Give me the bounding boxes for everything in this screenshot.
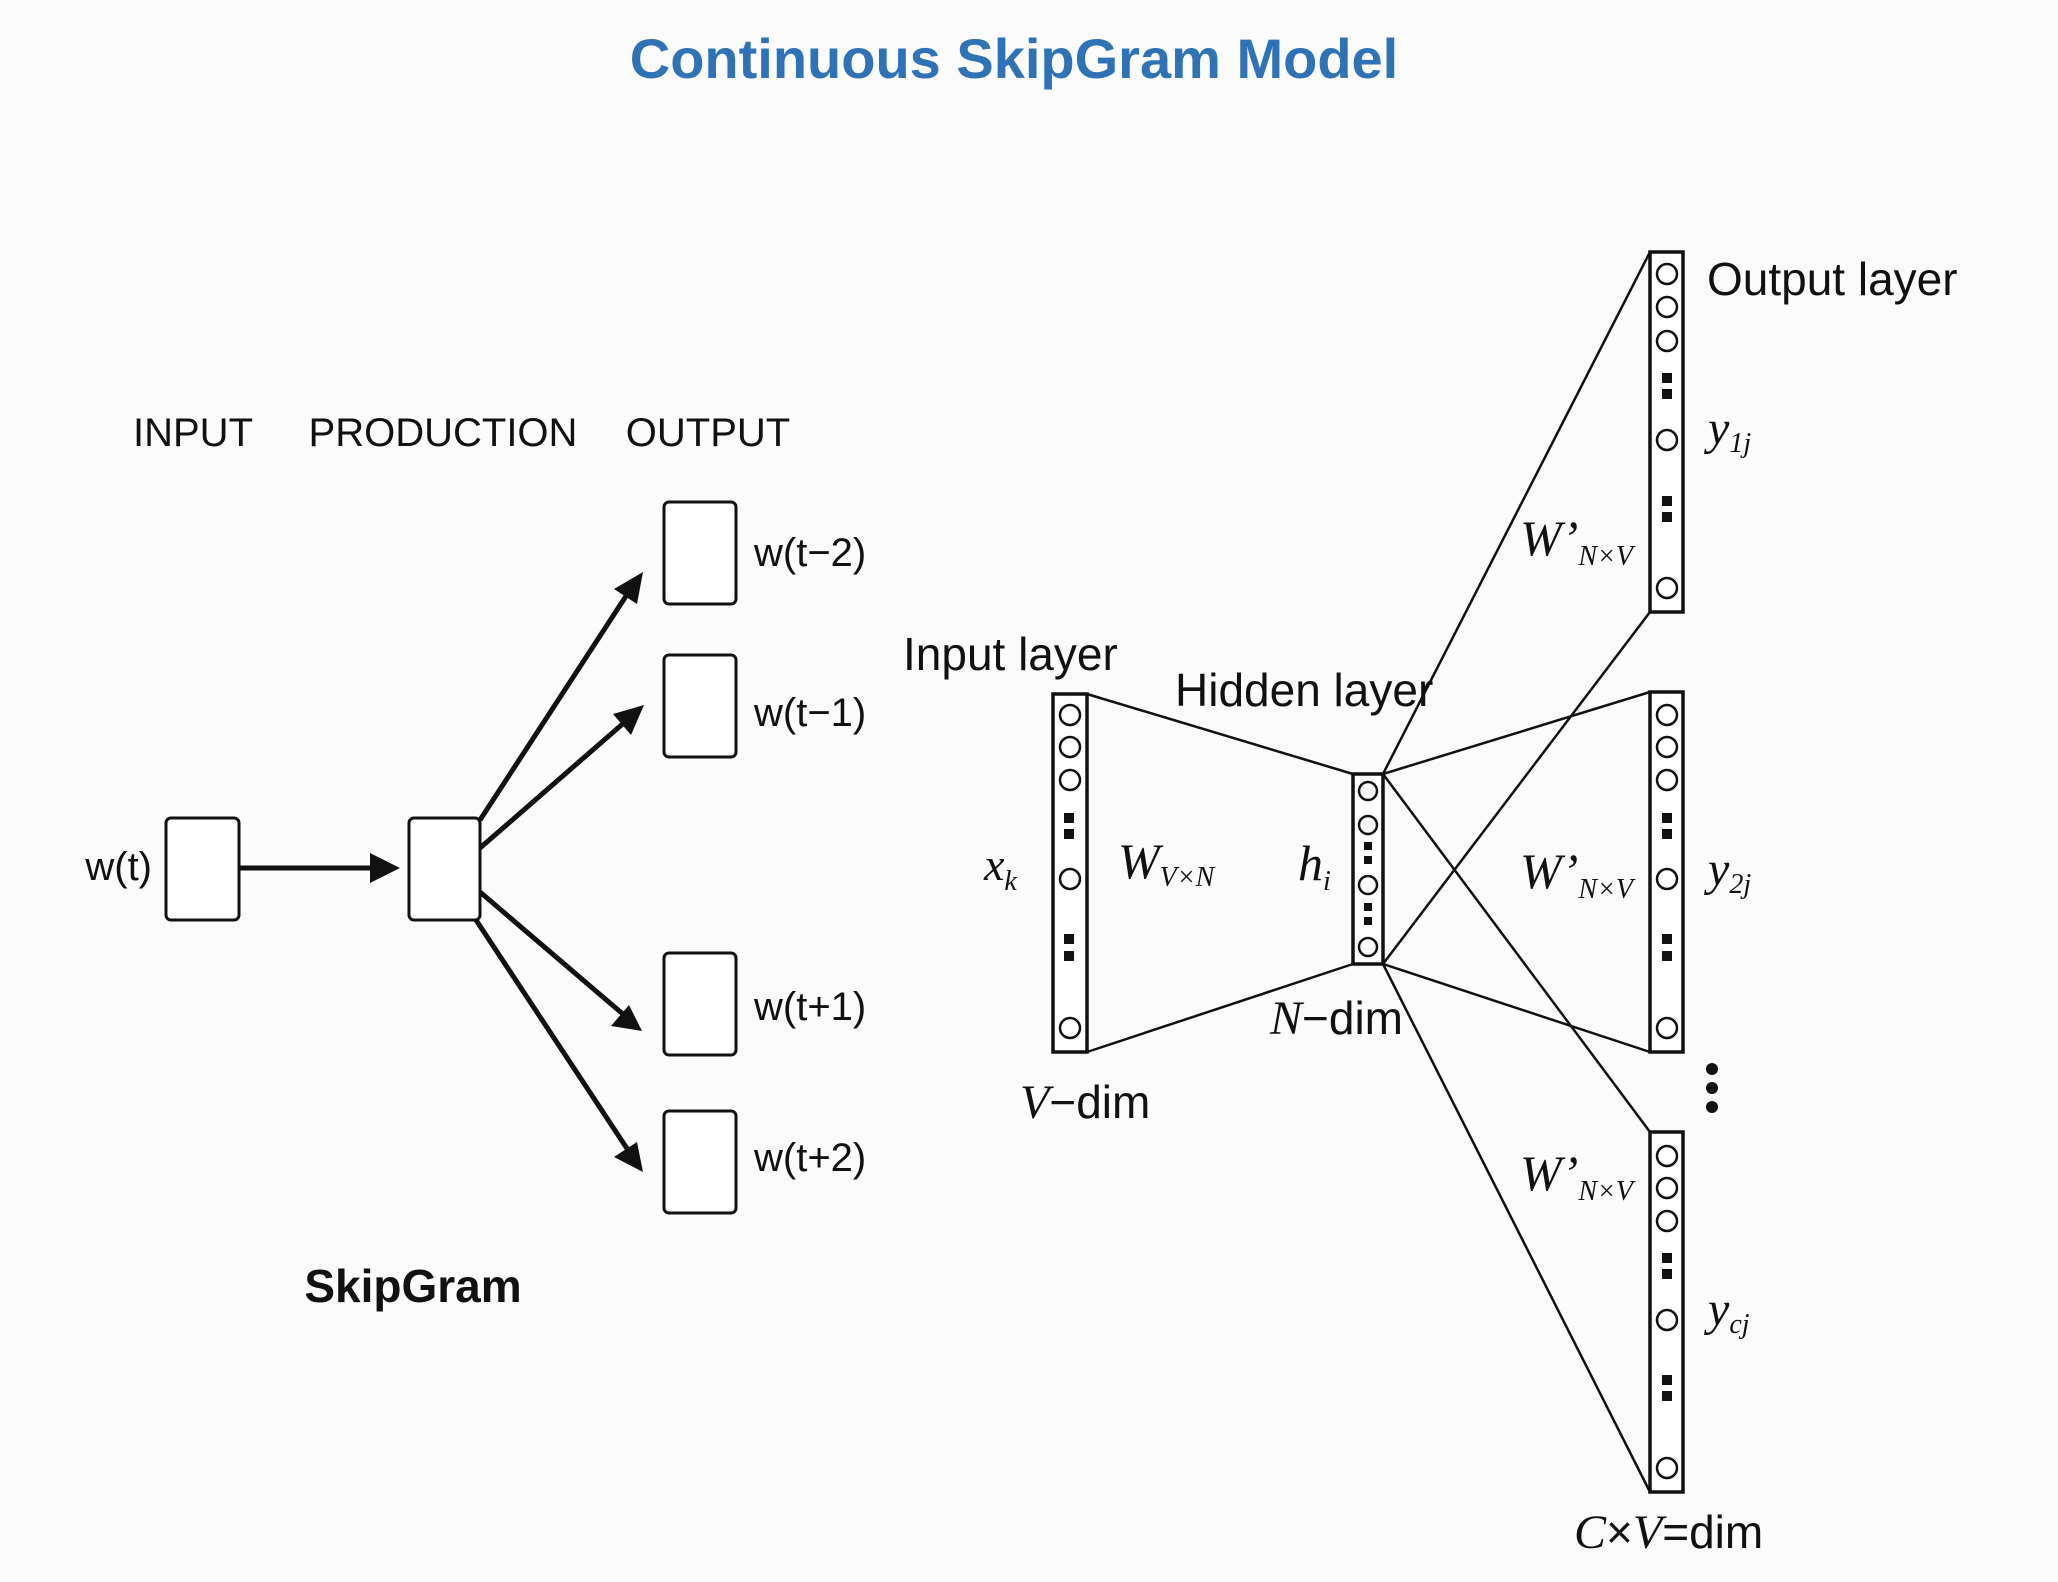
output-layer-vector-c bbox=[1648, 1130, 1685, 1494]
input-to-projection-arrowhead bbox=[370, 853, 400, 883]
output-box-t-minus-2 bbox=[662, 500, 738, 606]
output-y-label-c: ycj bbox=[1703, 1283, 1750, 1340]
column-label-output: OUTPUT bbox=[626, 411, 790, 455]
output-layer-vector-2 bbox=[1648, 690, 1685, 1054]
input-layer-vector bbox=[1051, 692, 1089, 1054]
output-weight-label-1: W’N×V bbox=[1520, 510, 1636, 572]
output-box-t-plus-2 bbox=[662, 1109, 738, 1215]
output-weight-label-2: W’N×V bbox=[1520, 843, 1636, 905]
arrow-to-w-t-plus-2 bbox=[473, 918, 631, 1152]
arrow-to-w-t-plus-2-head bbox=[614, 1142, 643, 1172]
skipgram-caption: SkipGram bbox=[304, 1260, 521, 1312]
output-label-t-minus-1: w(t−1) bbox=[753, 691, 866, 735]
output-y-label-2: y2j bbox=[1703, 843, 1751, 900]
output-box-t-plus-1 bbox=[662, 951, 738, 1057]
hidden-layer-label: Hidden layer bbox=[1175, 664, 1433, 716]
vertical-ellipsis bbox=[1706, 1063, 1718, 1113]
skipgram-flow: INPUT PRODUCTION OUTPUT w(t) w(t−2) w(t−… bbox=[84, 411, 866, 1312]
arrow-to-w-t-plus-1 bbox=[478, 890, 626, 1017]
column-label-production: PRODUCTION bbox=[309, 411, 578, 455]
input-word-box bbox=[164, 816, 241, 922]
projection-box bbox=[407, 816, 482, 922]
output-layer-label: Output layer bbox=[1707, 253, 1958, 305]
output-label-t-plus-2: w(t+2) bbox=[753, 1136, 866, 1180]
output-dimension-label: C×V=dim bbox=[1574, 1506, 1763, 1559]
arrow-to-w-t-minus-1 bbox=[478, 719, 628, 850]
input-vector-label: xk bbox=[983, 839, 1017, 897]
neural-network: Input layer Hidden layer Output layer xk… bbox=[903, 250, 1958, 1559]
output-label-t-plus-1: w(t+1) bbox=[753, 985, 866, 1029]
output-label-t-minus-2: w(t−2) bbox=[753, 531, 866, 575]
output-weight-label-c: W’N×V bbox=[1520, 1145, 1636, 1207]
network-connections bbox=[1086, 251, 1652, 1493]
input-layer-label: Input layer bbox=[903, 628, 1118, 680]
output-y-label-1: y1j bbox=[1703, 402, 1751, 459]
diagram-title: Continuous SkipGram Model bbox=[630, 27, 1398, 90]
arrow-to-w-t-plus-1-head bbox=[611, 1005, 642, 1031]
column-label-input: INPUT bbox=[133, 411, 253, 455]
arrow-to-w-t-minus-1-head bbox=[613, 705, 644, 735]
input-word-label: w(t) bbox=[84, 845, 152, 889]
arrow-to-w-t-minus-2 bbox=[477, 591, 631, 822]
hidden-dimension-label: N−dim bbox=[1269, 992, 1403, 1045]
output-box-t-minus-1 bbox=[662, 653, 738, 759]
arrow-to-w-t-minus-2-head bbox=[614, 572, 643, 604]
hidden-vector-label: hi bbox=[1298, 835, 1331, 897]
output-layer-vector-1 bbox=[1648, 250, 1685, 614]
input-weight-label: WV×N bbox=[1118, 833, 1216, 893]
hidden-layer-vector bbox=[1351, 772, 1385, 966]
input-dimension-label: V−dim bbox=[1020, 1076, 1150, 1129]
